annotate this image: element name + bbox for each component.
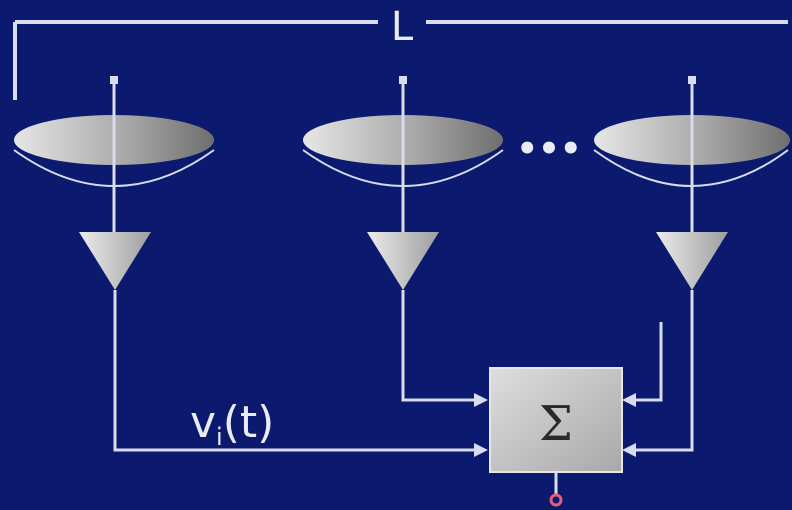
wire-other-antenna xyxy=(632,322,663,402)
arrow-icon xyxy=(622,393,636,407)
wire-antenna-2 xyxy=(401,290,476,402)
signal-wires xyxy=(113,290,694,452)
baseline-dimension xyxy=(13,20,788,100)
arrow-icon xyxy=(474,443,488,457)
feed-point xyxy=(399,76,407,84)
signal-label: vi(t) xyxy=(190,397,274,451)
amplifier-icon xyxy=(79,232,151,290)
antenna-1 xyxy=(13,76,215,290)
arrow-icon xyxy=(622,443,636,457)
baseline-label: L xyxy=(391,4,414,50)
arrow-icon xyxy=(474,393,488,407)
summation-box: Σ xyxy=(489,367,623,473)
antenna-3 xyxy=(593,76,790,290)
wire-antenna-1 xyxy=(113,290,476,452)
amplifier-icon xyxy=(367,232,439,290)
wire-antenna-3 xyxy=(632,290,694,452)
output-terminal xyxy=(549,493,563,507)
feed-point xyxy=(110,76,118,84)
summation-symbol: Σ xyxy=(539,396,573,452)
amplifier-icon xyxy=(656,232,728,290)
antenna-2 xyxy=(302,76,504,290)
feed-point xyxy=(688,76,696,84)
ellipsis-label: ••• xyxy=(516,129,581,169)
wire-arrowheads xyxy=(474,393,636,457)
